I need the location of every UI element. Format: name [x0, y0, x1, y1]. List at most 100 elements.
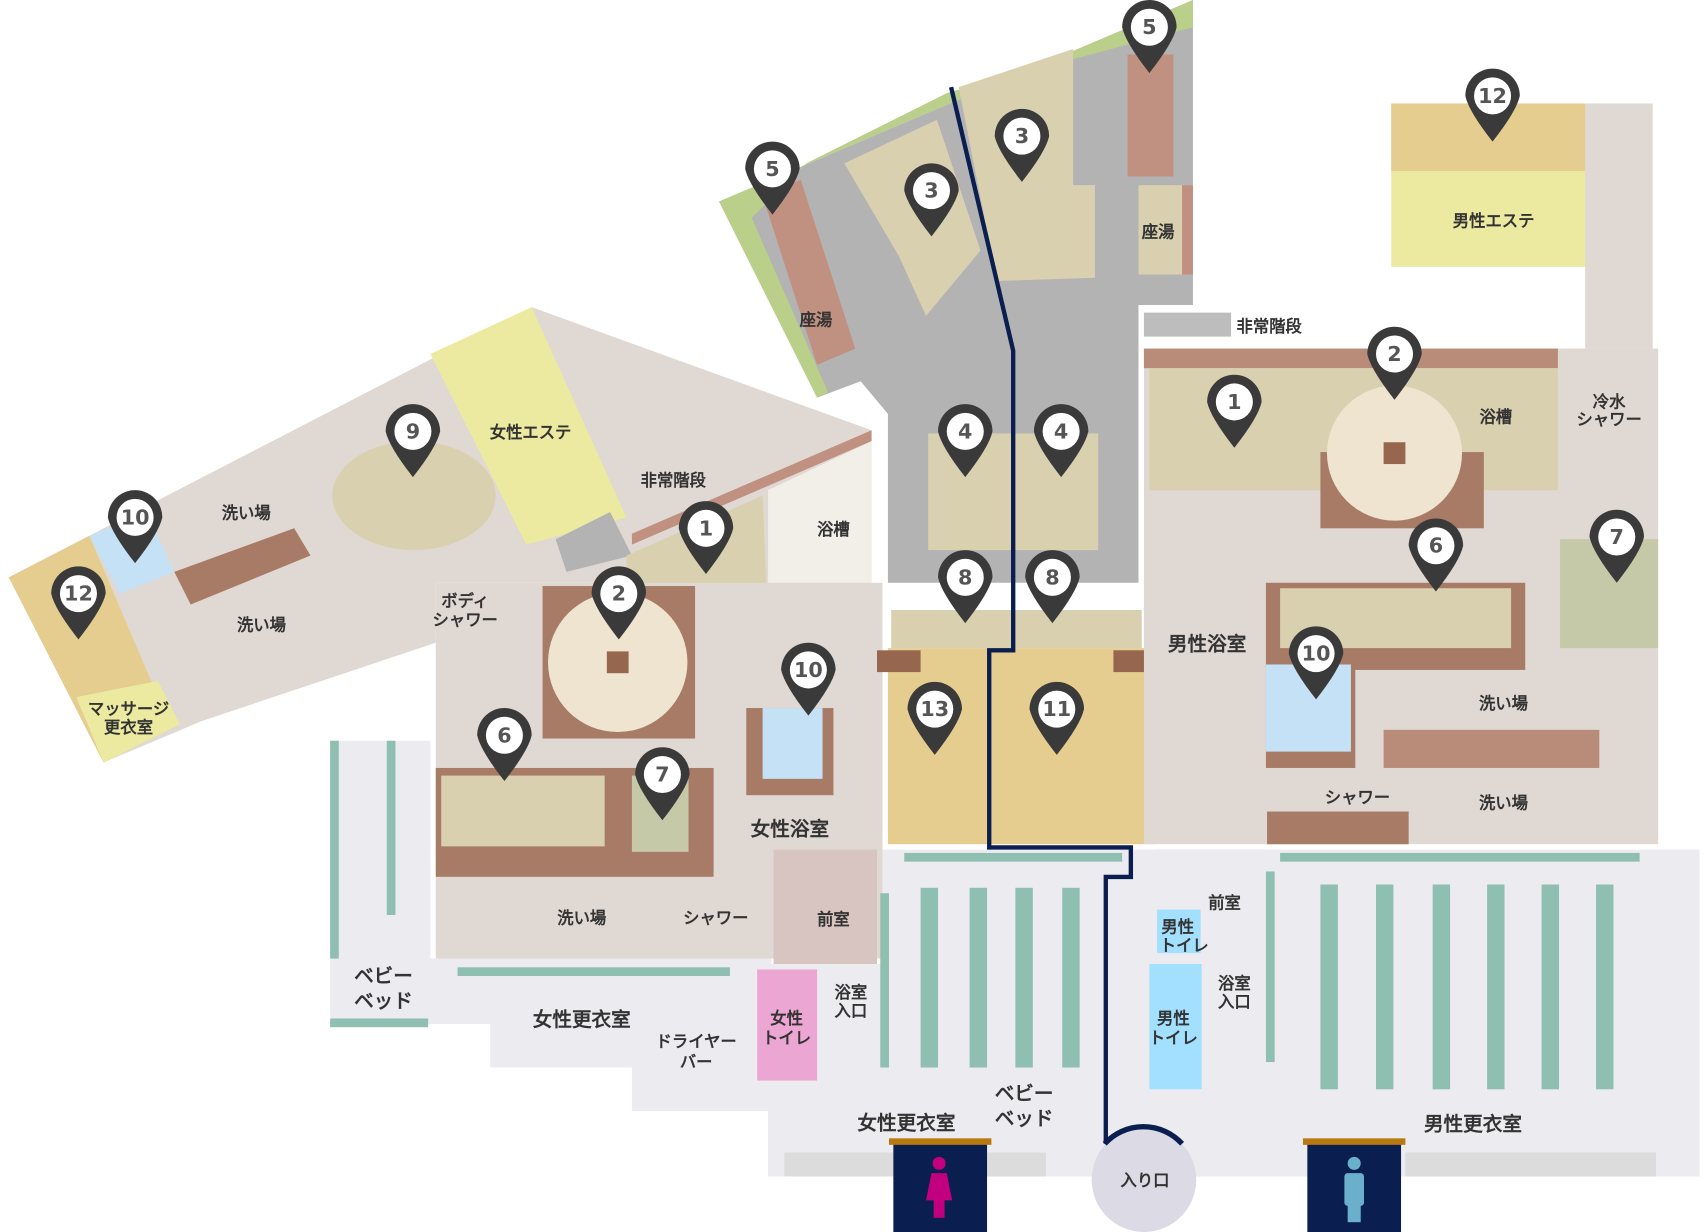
label-dryer-bar: バー [680, 1053, 713, 1072]
pin-marker[interactable]: 2 [1367, 326, 1422, 400]
pin-marker[interactable]: 6 [1408, 518, 1464, 592]
women-entrance-curtain[interactable] [888, 1138, 992, 1232]
pin-marker[interactable]: 10 [781, 642, 836, 716]
label-shower: シャワー [1325, 788, 1390, 807]
label-men-toilet: トイレ [1149, 1029, 1198, 1048]
pin-number: 11 [1042, 697, 1071, 721]
pin-number: 10 [794, 658, 823, 682]
pin-marker[interactable]: 12 [1465, 68, 1520, 142]
pin-number: 3 [1015, 124, 1029, 148]
pin-number: 1 [699, 516, 713, 540]
pin-number: 4 [1054, 419, 1068, 443]
pin-marker[interactable]: 11 [1029, 681, 1085, 755]
label-emergency-stairs: 非常階段 [641, 471, 707, 490]
label-cold-shower: シャワー [1576, 410, 1641, 429]
label-women-toilet: 女性 [770, 1009, 803, 1028]
label-baby-bed: ベビー [354, 965, 413, 988]
label-women-changing: 女性更衣室 [857, 1112, 955, 1135]
pin-marker[interactable]: 13 [907, 681, 962, 755]
pin-number: 8 [958, 565, 972, 589]
pin-number: 4 [958, 419, 972, 443]
label-wash-area: 洗い場 [237, 616, 287, 635]
pin-number: 5 [1142, 15, 1156, 39]
label-zayu: 座湯 [1141, 222, 1175, 241]
entrance[interactable] [1091, 1124, 1197, 1232]
label-anteroom: 前室 [817, 910, 850, 929]
label-men-toilet: 男性 [1157, 1009, 1190, 1028]
entrance-route-line [948, 86, 1134, 1144]
pin-number: 6 [497, 723, 511, 747]
label-bath-entry: 浴室 [1218, 974, 1251, 993]
pin-marker[interactable]: 2 [591, 566, 647, 640]
label-women-toilet: トイレ [762, 1029, 811, 1048]
pin-marker[interactable]: 3 [994, 108, 1050, 182]
pin-marker[interactable]: 1 [1207, 374, 1262, 448]
pin-marker[interactable]: 1 [678, 501, 734, 575]
pin-marker[interactable]: 7 [635, 747, 690, 821]
pin-marker[interactable]: 10 [107, 490, 163, 564]
label-zayu: 座湯 [799, 311, 833, 330]
pin-marker[interactable]: 5 [1122, 0, 1177, 73]
label-bath-entry: 入口 [1218, 993, 1251, 1012]
pin-number: 13 [920, 697, 949, 721]
label-shower: シャワー [683, 909, 748, 928]
label-baby-bed: ベッド [995, 1107, 1054, 1130]
pin-number: 10 [121, 505, 150, 529]
pin-marker[interactable]: 4 [938, 404, 993, 478]
pin-marker[interactable]: 9 [385, 404, 441, 478]
men-bath-area [1143, 103, 1659, 959]
label-anteroom: 前室 [1208, 893, 1241, 912]
pin-number: 2 [1387, 342, 1401, 366]
changing-rooms [330, 740, 1700, 1177]
pin-number: 1 [1227, 390, 1241, 414]
label-massage-changing: 更衣室 [104, 718, 153, 737]
label-men-bath: 男性浴室 [1168, 632, 1246, 655]
label-women-bath: 女性浴室 [751, 817, 829, 840]
lockers [330, 740, 1640, 1090]
pin-number: 6 [1429, 534, 1443, 558]
label-tub: 浴槽 [1479, 408, 1512, 427]
pin-marker[interactable]: 10 [1288, 626, 1344, 700]
room-labels: 座湯 座湯 男性エステ 非常階段 非常階段 浴槽 浴槽 冷水 シャワー 女性エス… [88, 212, 1642, 1191]
central-rooms [877, 610, 1155, 845]
pin-marker[interactable]: 3 [904, 163, 959, 237]
pin-number: 10 [1302, 642, 1331, 666]
man-icon [1344, 1156, 1364, 1223]
label-women-changing: 女性更衣室 [533, 1008, 631, 1031]
label-men-toilet: トイレ [1160, 936, 1209, 955]
label-men-changing: 男性更衣室 [1424, 1113, 1522, 1136]
pin-marker[interactable]: 6 [477, 708, 532, 782]
label-massage-changing: マッサージ [88, 700, 169, 719]
pin-number: 9 [406, 419, 420, 443]
pin-marker[interactable]: 7 [1589, 509, 1644, 583]
label-baby-bed: ベッド [354, 990, 413, 1013]
pin-marker[interactable]: 8 [1025, 550, 1080, 624]
label-tub: 浴槽 [817, 520, 850, 539]
label-bath-entry: 浴室 [835, 983, 868, 1002]
label-baby-bed: ベビー [995, 1082, 1054, 1105]
pin-number: 5 [765, 157, 779, 181]
pin-number: 8 [1045, 565, 1059, 589]
label-emergency-stairs: 非常階段 [1237, 317, 1303, 336]
pin-number: 7 [1610, 525, 1624, 549]
pin-marker[interactable]: 12 [51, 566, 106, 640]
map-pins: 5 5 3 3 12 9 10 12 1 2 10 6 7 4 4 8 8 13… [51, 0, 1644, 821]
label-wash-area: 洗い場 [1479, 694, 1529, 713]
label-bath-entry: 入口 [835, 1001, 868, 1020]
pin-marker[interactable]: 5 [745, 141, 800, 215]
label-dryer-bar: ドライヤー [656, 1032, 737, 1051]
pin-marker[interactable]: 8 [938, 550, 993, 624]
pin-number: 12 [1478, 84, 1507, 108]
label-wash-area: 洗い場 [557, 909, 607, 928]
pin-number: 3 [924, 179, 938, 203]
pin-number: 7 [655, 762, 669, 786]
label-entrance: 入り口 [1121, 1171, 1170, 1190]
label-wash-area: 洗い場 [222, 504, 272, 523]
label-body-shower: ボディ [441, 592, 489, 611]
men-entrance-curtain[interactable] [1302, 1138, 1406, 1232]
label-women-este: 女性エステ [490, 423, 572, 442]
pin-marker[interactable]: 4 [1033, 404, 1089, 478]
label-wash-area: 洗い場 [1479, 793, 1529, 812]
woman-icon [926, 1156, 953, 1218]
